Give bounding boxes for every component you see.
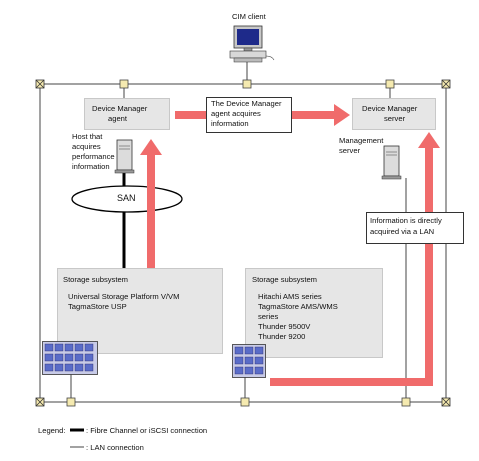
- network-node-icon: [242, 79, 252, 89]
- device-manager-server-label-2: server: [384, 114, 406, 123]
- storage-left-title: Storage subsystem: [63, 275, 128, 284]
- host-label-3: performance: [72, 152, 115, 161]
- agent-acquires-callout: [206, 97, 292, 133]
- management-server-label-1: Management: [339, 136, 384, 145]
- terminator-icon: [441, 397, 451, 407]
- agent-acquires-text-1: The Device Manager: [211, 99, 282, 108]
- storage-right-line-4: Thunder 9500V: [258, 322, 311, 331]
- storage-right-line-3: series: [258, 312, 279, 321]
- host-label-4: information: [72, 162, 110, 171]
- storage-right-line-2: TagmaStore AMS/WMS: [258, 302, 338, 311]
- network-nodes: [66, 79, 411, 407]
- device-manager-agent-label-1: Device Manager: [92, 104, 148, 113]
- legend-lan-label: : LAN connection: [86, 443, 144, 452]
- agent-acquires-text-3: information: [211, 119, 249, 128]
- storage-right-line-5: Thunder 9200: [258, 332, 306, 341]
- arrow-head-up-host: [140, 139, 162, 155]
- arrow-agent-to-callout: [175, 111, 207, 119]
- desktop-computer-icon: [229, 25, 275, 63]
- cim-client-label: CIM client: [232, 12, 266, 21]
- arrow-head-up-server: [418, 132, 440, 148]
- host-label-1: Host that: [72, 132, 103, 141]
- lan-callout-text-1: Information is directly: [370, 216, 442, 225]
- network-node-icon: [401, 397, 411, 407]
- network-node-icon: [119, 79, 129, 89]
- server-tower-icon: [381, 145, 402, 180]
- device-manager-agent-box: [84, 98, 170, 130]
- storage-array-icon: [42, 341, 98, 375]
- arrow-body-bottom: [270, 378, 433, 386]
- arrow-body-up-host: [147, 155, 155, 268]
- storage-subsystem-left-box: [57, 268, 223, 354]
- device-manager-server-box: [352, 98, 436, 130]
- network-node-icon: [240, 397, 250, 407]
- arrow-head-to-server: [334, 104, 350, 126]
- terminator-nodes: [35, 79, 451, 407]
- management-server-label-2: server: [339, 146, 361, 155]
- device-manager-agent-label-2: agent: [108, 114, 128, 123]
- terminator-icon: [441, 79, 451, 89]
- server-tower-icon: [114, 139, 135, 174]
- storage-array-icon: [232, 344, 266, 378]
- network-node-icon: [66, 397, 76, 407]
- terminator-icon: [35, 397, 45, 407]
- storage-left-line-2: TagmaStore USP: [68, 302, 127, 311]
- arrow-body-to-server: [290, 111, 334, 119]
- san-label: SAN: [117, 193, 136, 203]
- storage-left-line-1: Universal Storage Platform V/VM: [68, 292, 180, 301]
- lan-callout-text-2: acquired via a LAN: [370, 227, 435, 236]
- arrow-body-up-server: [425, 148, 433, 386]
- device-manager-server-label-1: Device Manager: [362, 104, 418, 113]
- terminator-icon: [35, 79, 45, 89]
- lan-callout: [366, 212, 464, 244]
- storage-right-title: Storage subsystem: [252, 275, 317, 284]
- legend-fibre-label: : Fibre Channel or iSCSI connection: [86, 426, 208, 435]
- network-node-icon: [385, 79, 395, 89]
- legend-title: Legend:: [38, 426, 66, 435]
- storage-right-line-1: Hitachi AMS series: [258, 292, 322, 301]
- host-label-2: acquires: [72, 142, 101, 151]
- data-flow-arrows: [140, 104, 440, 386]
- agent-acquires-text-2: agent acquires: [211, 109, 261, 118]
- storage-subsystem-right-box: [245, 268, 383, 358]
